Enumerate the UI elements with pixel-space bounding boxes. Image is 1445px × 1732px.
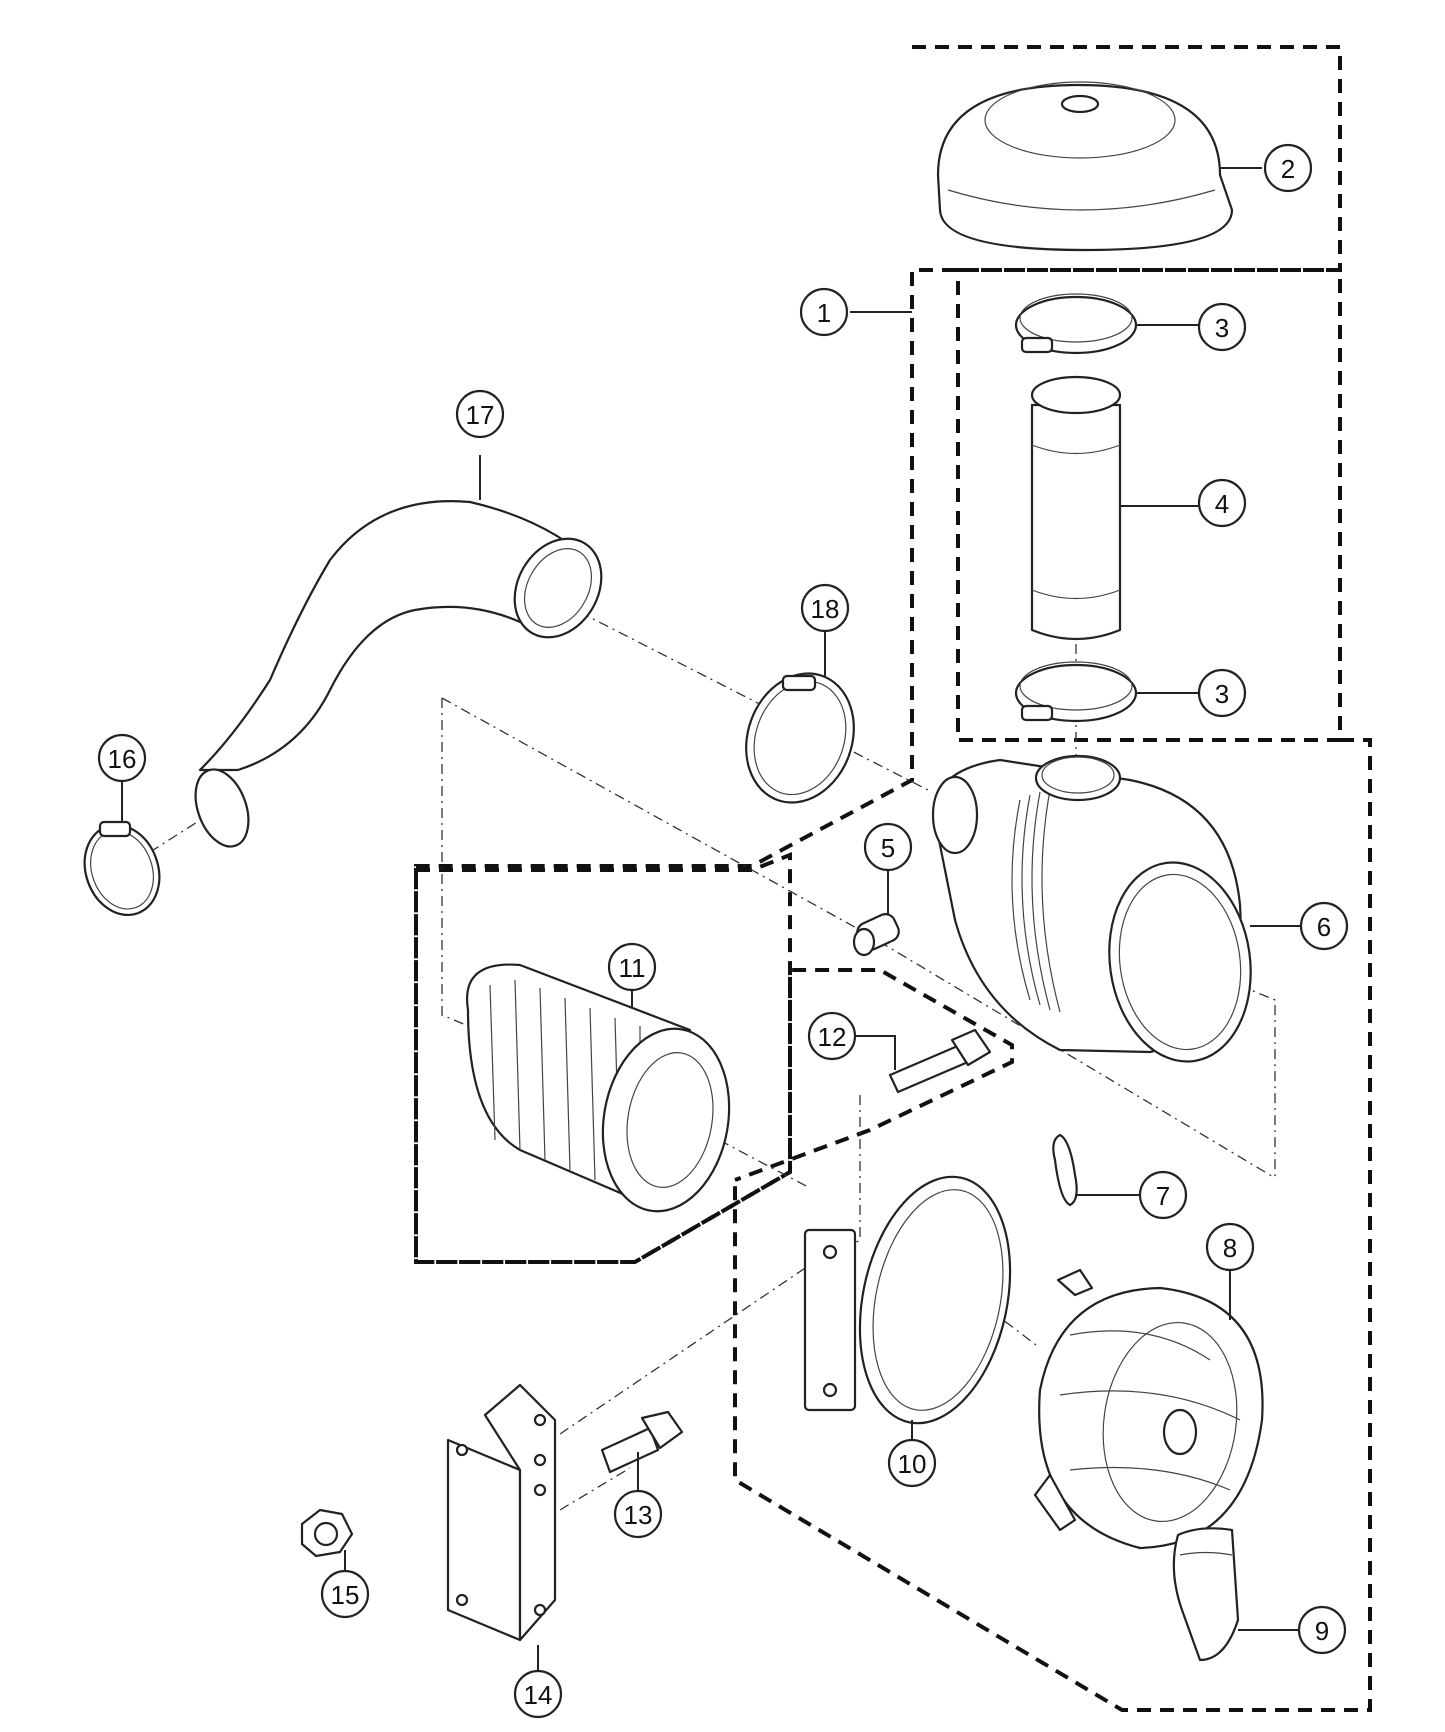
leader-lines (121, 167, 1300, 1670)
intake-hose-elbow (194, 500, 603, 848)
mounting-bolt-lower (600, 1410, 684, 1474)
callout-9-label: 9 (1315, 1616, 1329, 1646)
callout-4-label: 4 (1215, 489, 1229, 519)
vacuator-valve (852, 913, 900, 957)
hose-clamp-small (83, 820, 161, 917)
dust-cup-cover (1033, 1268, 1264, 1550)
callout-5: 5 (863, 822, 913, 872)
callout-3-upper-label: 3 (1215, 313, 1229, 343)
callout-12-label: 12 (818, 1022, 847, 1052)
group-housing-boundary (733, 738, 1372, 1712)
callout-2-label: 2 (1281, 154, 1295, 184)
callout-3-lower: 3 (1197, 668, 1247, 718)
callout-18-label: 18 (811, 594, 840, 624)
callout-6-label: 6 (1317, 912, 1331, 942)
callout-1-label: 1 (817, 298, 831, 328)
callout-5-label: 5 (881, 833, 895, 863)
callout-13: 13 (613, 1489, 663, 1539)
callout-8-label: 8 (1223, 1233, 1237, 1263)
air-cleaner-cap (936, 81, 1234, 252)
callout-1: 1 (799, 287, 849, 337)
callout-11: 11 (607, 942, 657, 992)
mounting-bracket (446, 1383, 557, 1642)
callout-9: 9 (1297, 1605, 1347, 1655)
callout-13-label: 13 (624, 1500, 653, 1530)
retaining-clip (1052, 1133, 1078, 1207)
callout-17-label: 17 (466, 400, 495, 430)
callout-14: 14 (513, 1669, 563, 1719)
callout-8: 8 (1205, 1222, 1255, 1272)
callout-16: 16 (97, 733, 147, 783)
callout-16-label: 16 (108, 744, 137, 774)
callout-12: 12 (807, 1011, 857, 1061)
intake-tube (1030, 375, 1122, 641)
callout-14-label: 14 (524, 1680, 553, 1710)
callout-15: 15 (320, 1569, 370, 1619)
callout-2: 2 (1263, 143, 1313, 193)
callout-11-label: 11 (619, 953, 646, 983)
mounting-band (803, 1175, 1012, 1425)
callout-3-lower-label: 3 (1215, 679, 1229, 709)
hose-clamp-outlet (745, 672, 855, 804)
callout-3-upper: 3 (1197, 302, 1247, 352)
mounting-bolt-upper (888, 1028, 992, 1094)
callout-17: 17 (455, 389, 505, 439)
filter-element (465, 963, 731, 1213)
callout-18: 18 (800, 583, 850, 633)
flange-nut (300, 1508, 354, 1558)
callout-15-label: 15 (331, 1580, 360, 1610)
callout-10-label: 10 (898, 1449, 927, 1479)
air-cleaner-housing (931, 754, 1252, 1063)
callout-7: 7 (1138, 1170, 1188, 1220)
callout-4: 4 (1197, 478, 1247, 528)
callout-6: 6 (1299, 901, 1349, 951)
hose-clamp-lower (1014, 661, 1138, 723)
callout-7-label: 7 (1156, 1181, 1170, 1211)
callout-10: 10 (887, 1438, 937, 1488)
hose-clamp-upper (1014, 293, 1138, 355)
evacuator-valve (1172, 1527, 1240, 1662)
